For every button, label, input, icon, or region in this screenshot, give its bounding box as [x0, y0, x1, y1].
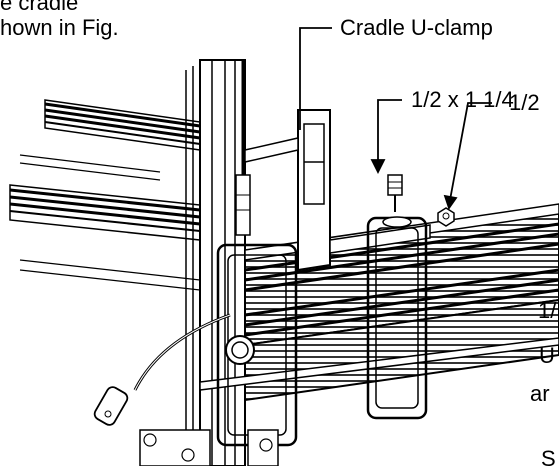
text-fragment-top-left-1: e cradle [0, 0, 79, 15]
leader-lines [299, 27, 492, 210]
nut [437, 207, 455, 227]
arrow-bolt [370, 159, 386, 175]
cradle-bracket [244, 109, 431, 272]
text-fragment-top-left-2: hown in Fig. [0, 15, 119, 40]
background-rail [9, 99, 201, 291]
text-fragment-bottom: S [541, 446, 556, 471]
vertical-post [185, 59, 246, 466]
callout-nut-size: 1/2 [509, 90, 540, 115]
arrow-nut [443, 194, 458, 210]
leader-clamp [299, 27, 332, 130]
bottom-hardware [139, 429, 279, 466]
leader-bolt [377, 99, 402, 165]
bolt [387, 174, 403, 212]
callout-cradle-u-clamp: Cradle U-clamp [340, 15, 493, 40]
text-fragment-right-1: 1/ [538, 298, 557, 323]
text-fragment-right-2: U [539, 343, 555, 368]
middle-u-clamp [366, 216, 428, 420]
leader-nut [449, 102, 492, 201]
callout-bolt-size: 1/2 x 1 1/4 [411, 87, 514, 112]
text-fragment-right-3: ar [530, 381, 550, 406]
sensor-cable [93, 60, 251, 426]
